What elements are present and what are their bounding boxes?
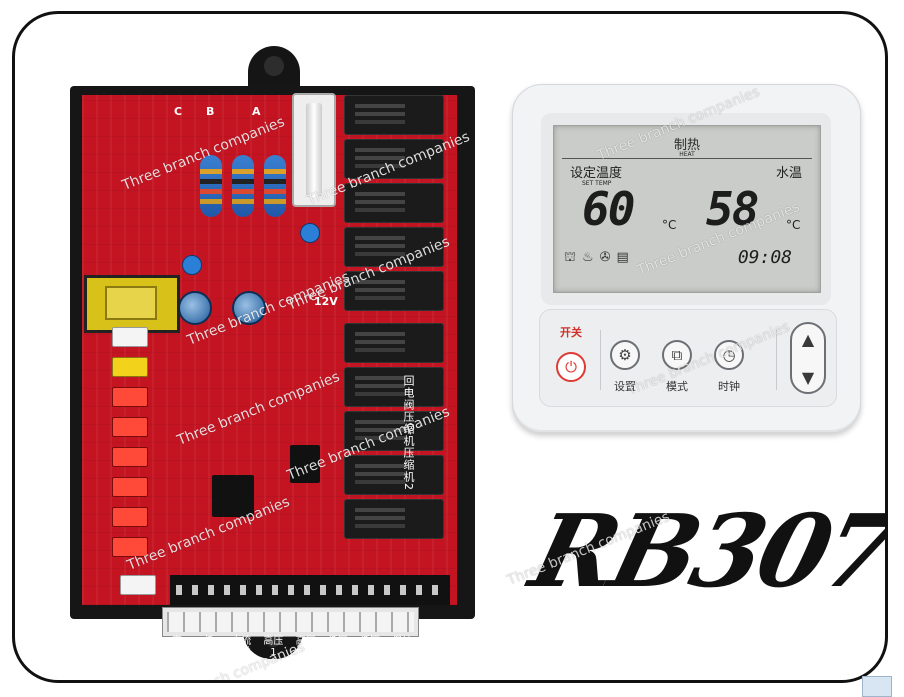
lcd-divider	[562, 158, 812, 159]
clock-label: 时钟	[718, 380, 740, 393]
gear-icon: ⚙	[618, 346, 632, 364]
circuit-board: 高 水位 低 水位 水流 开关 高压 1 高压 2 低压 1 低压 2 保护 开…	[82, 93, 457, 658]
microcontroller-chip	[212, 475, 254, 517]
terminal-label: 水流 开关	[231, 636, 252, 658]
arrow-down-icon[interactable]: ▼	[801, 368, 815, 387]
set-temp-value: 60	[582, 182, 635, 236]
set-temp-unit: °C	[662, 218, 677, 232]
relay	[344, 95, 444, 135]
relay	[344, 499, 444, 539]
connector	[112, 357, 148, 377]
mode-icon: ⧉	[671, 346, 683, 364]
silkscreen-b: B	[206, 105, 215, 118]
water-temp-label: 水温	[775, 166, 802, 181]
relay	[344, 323, 444, 363]
lcd-mode-sub: HEAT	[679, 151, 695, 158]
terminal-label: 低压 1	[327, 636, 348, 658]
connector	[112, 537, 148, 557]
controller-board: 高 水位 低 水位 水流 开关 高压 1 高压 2 低压 1 低压 2 保护 开…	[70, 39, 480, 659]
mode-button[interactable]: ⧉	[662, 340, 692, 370]
relay	[344, 271, 444, 311]
terminal-label: 低压 2	[359, 636, 380, 658]
power-icon: ⏻	[556, 352, 586, 382]
connector	[112, 417, 148, 437]
terminal-label: 保护 开关	[391, 636, 412, 658]
capacitor	[300, 223, 320, 243]
relay-side-label: 回电阀压缩机压缩机2	[402, 375, 415, 491]
terminal-label: 低 水位	[199, 636, 220, 658]
silkscreen-c: C	[174, 105, 183, 118]
silkscreen-a: A	[252, 105, 261, 118]
relay	[344, 227, 444, 267]
terminal-label: 高压 2	[295, 636, 316, 658]
silkscreen-12v: 12V	[314, 295, 338, 308]
water-temp-unit: °C	[786, 218, 801, 232]
connector	[112, 327, 148, 347]
connector	[120, 575, 156, 595]
terminal-label: 高压 1	[263, 636, 284, 658]
rounded-frame: 高 水位 低 水位 水流 开关 高压 1 高压 2 低压 1 低压 2 保护 开…	[12, 11, 888, 683]
driver-chip	[290, 445, 320, 483]
connector	[112, 507, 148, 527]
wall-thermostat: 制热 HEAT 设定温度 SET TEMP 水温 60 °C 58 °C ⛫ ♨…	[512, 84, 861, 433]
relay	[344, 367, 444, 407]
lcd-mode: 制热	[673, 138, 700, 153]
capacitor	[182, 255, 202, 275]
divider	[600, 330, 601, 390]
electrolytic-capacitor	[178, 291, 212, 325]
divider	[776, 330, 777, 390]
connector	[112, 447, 148, 467]
terminal-block	[162, 607, 419, 637]
tank-icon: ▤	[616, 250, 629, 265]
relay	[344, 183, 444, 223]
pin-header	[170, 575, 450, 605]
connector	[112, 387, 148, 407]
terminal-labels: 高 水位 低 水位 水流 开关 高压 1 高压 2 低压 1 低压 2 保护 开…	[162, 636, 417, 658]
mode-label: 模式	[666, 380, 688, 393]
resistor	[232, 155, 254, 217]
set-temp-label: 设定温度	[570, 166, 623, 181]
settings-label: 设置	[614, 380, 636, 393]
fan-icon: ✇	[599, 250, 611, 265]
electrolytic-capacitor	[232, 291, 266, 325]
lcd-status-icons: ⛫ ♨ ✇ ▤	[564, 250, 629, 267]
window-corner-icon	[862, 676, 892, 697]
clock-display: 09:08	[737, 247, 792, 268]
fuse-holder	[292, 93, 336, 207]
resistor	[264, 155, 286, 217]
clock-button[interactable]: ◷	[714, 340, 744, 370]
pump-icon: ⛫	[564, 250, 576, 265]
relay	[344, 139, 444, 179]
settings-button[interactable]: ⚙	[610, 340, 640, 370]
power-button[interactable]: 开关 ⏻	[554, 324, 588, 402]
power-label: 开关	[560, 326, 582, 339]
resistor	[200, 155, 222, 217]
heater-icon: ♨	[581, 250, 594, 265]
lcd-screen: 制热 HEAT 设定温度 SET TEMP 水温 60 °C 58 °C ⛫ ♨…	[553, 125, 821, 293]
up-down-rocker[interactable]: ▲ ▼	[790, 322, 826, 394]
connector	[112, 477, 148, 497]
clock-icon: ◷	[722, 346, 736, 364]
button-panel: 开关 ⏻ ⚙ 设置 ⧉ 模式 ◷ 时钟 ▲ ▼	[539, 309, 837, 407]
arrow-up-icon[interactable]: ▲	[801, 330, 815, 349]
terminal-label: 高 水位	[167, 636, 187, 658]
relay	[344, 455, 444, 495]
transformer	[84, 275, 180, 333]
water-temp-value: 58	[706, 182, 759, 236]
relay	[344, 411, 444, 451]
set-temp-sub: SET TEMP	[582, 180, 612, 187]
